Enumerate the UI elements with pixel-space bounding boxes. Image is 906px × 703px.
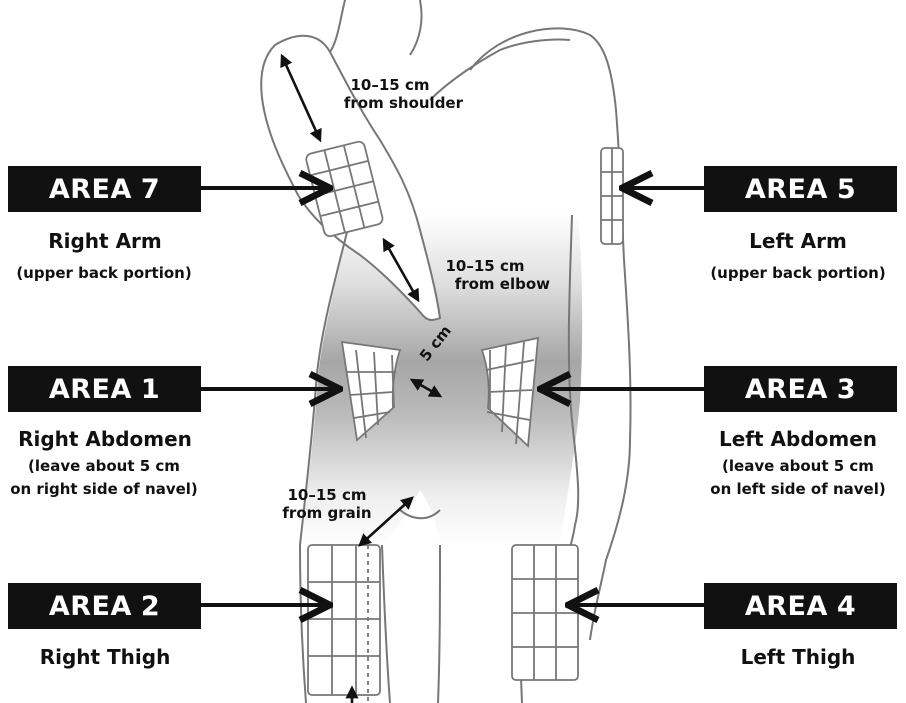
area-4-name: Left Thigh — [740, 645, 856, 669]
area-1-name: Right Abdomen — [18, 427, 192, 451]
grain-measure-line2: from grain — [282, 504, 372, 522]
area-1-label: AREA — [48, 373, 132, 405]
area-5-label: AREA — [744, 173, 828, 205]
area-3-note-line1: (leave about 5 cm — [722, 457, 874, 475]
area-3-number: 3 — [836, 373, 857, 405]
area-1-note-line1: (leave about 5 cm — [28, 457, 180, 475]
left-arm-inner-outline — [559, 214, 580, 576]
area-4-number: 4 — [836, 590, 857, 622]
area-3-name: Left Abdomen — [718, 427, 878, 451]
navel-distance-arrow — [409, 378, 443, 398]
area-4-grid — [511, 544, 579, 681]
torso-shape — [300, 212, 583, 545]
shoulder-measure-line1: 10–15 cm — [350, 76, 430, 94]
area-4-label: AREA — [744, 590, 828, 622]
elbow-measure-line2: from elbow — [454, 275, 550, 293]
elbow-distance-arrow — [382, 237, 420, 303]
area-7-number: 7 — [140, 173, 161, 205]
shoulder-distance-arrow — [280, 53, 322, 143]
elbow-measure-line1: 10–15 cm — [445, 257, 525, 275]
area-1-grid — [340, 340, 402, 442]
left-arm-outline — [469, 27, 632, 641]
shoulder-measure-label: 10–15 cm from shoulder — [315, 76, 465, 112]
area-5-grid — [600, 147, 624, 245]
grain-measure-label: 10–15 cm from grain — [272, 486, 382, 522]
elbow-measure-label: 10–15 cm from elbow — [420, 257, 551, 293]
area-2-label: AREA — [48, 590, 132, 622]
area-2-number: 2 — [140, 590, 161, 622]
area-5-number: 5 — [836, 173, 857, 205]
area-7-label: AREA — [48, 173, 132, 205]
leg-outline — [299, 509, 523, 703]
area-3-grid — [480, 336, 540, 448]
area-1-note-line2: on right side of navel) — [10, 480, 198, 498]
grain-distance-arrow — [358, 496, 414, 547]
pointer-arrows — [200, 188, 706, 605]
area-3-note-line2: on left side of navel) — [710, 480, 886, 498]
left-shoulder-outline — [429, 38, 571, 101]
shoulder-measure-line2: from shoulder — [343, 94, 463, 112]
area-5-name: Left Arm — [749, 229, 847, 253]
area-5-note: (upper back portion) — [710, 264, 886, 282]
measurement-arrows — [280, 53, 443, 703]
area-1-number: 1 — [140, 373, 161, 405]
grain-measure-line1: 10–15 cm — [287, 486, 367, 504]
area-3-label: AREA — [744, 373, 828, 405]
neck-outline — [329, 0, 423, 56]
area-2-name: Right Thigh — [39, 645, 171, 669]
area-7-note: (upper back portion) — [16, 264, 192, 282]
area-2-grid — [307, 544, 381, 703]
area-7-name: Right Arm — [48, 229, 162, 253]
